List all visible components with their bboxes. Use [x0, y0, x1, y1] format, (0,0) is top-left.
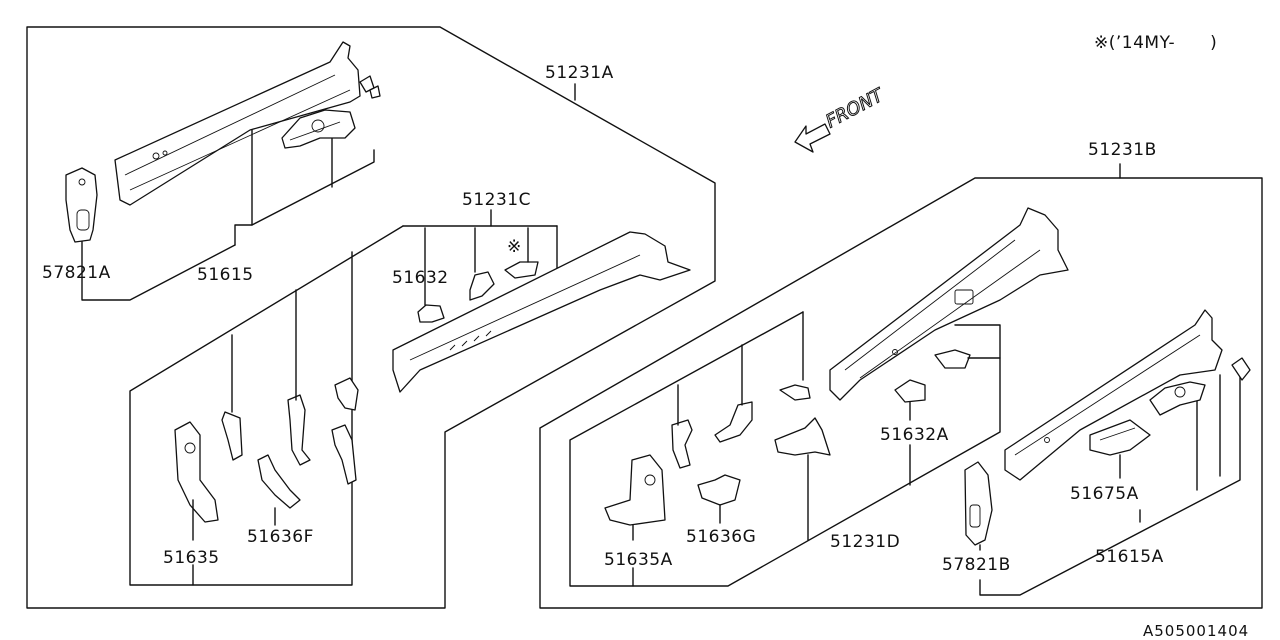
part-51632A-bracket-a [934, 349, 971, 369]
part-51636G-piece-a [714, 401, 753, 443]
label-51635: 51635 [163, 548, 220, 568]
part-small-clip-top [359, 75, 381, 99]
label-57821B: 57821B [942, 555, 1011, 575]
part-51615-side-rail [114, 41, 361, 206]
label-51231B: 51231B [1088, 140, 1157, 160]
label-51231C: 51231C [462, 190, 531, 210]
part-51632-bracket [417, 304, 445, 323]
part-51231C-bracket-a [469, 271, 495, 301]
part-51636F-strip [331, 424, 357, 485]
part-51615A-side-rail [1004, 309, 1223, 481]
part-51675A-box [1089, 419, 1151, 456]
part-51636F-piece [287, 394, 311, 466]
part-51231C-bracket-b [504, 261, 539, 279]
label-51632: 51632 [392, 268, 449, 288]
label-51231A: 51231A [545, 63, 614, 83]
left-assembly-frame [26, 26, 716, 609]
diagram-reference-code: A505001404 [1143, 622, 1249, 640]
label-57821A: 57821A [42, 263, 111, 283]
part-51635-panel [174, 421, 219, 523]
front-label: FRONT [822, 84, 888, 132]
applicability-note: ※(’14MY- ) [1094, 33, 1217, 53]
label-51636F: 51636F [247, 527, 314, 547]
label-51675A: 51675A [1070, 484, 1139, 504]
sub-assembly-51231D-frame [569, 311, 1001, 587]
asterisk-mark: ※ [507, 237, 522, 257]
part-51635A-panel [604, 454, 666, 526]
label-51635A: 51635A [604, 550, 673, 570]
label-51231D: 51231D [830, 532, 900, 552]
right-assembly-frame [539, 177, 1263, 609]
part-51615A-bracket [1149, 381, 1206, 416]
labels: 51231A 51231C 51632 57821A 51615 51635 5… [42, 33, 1249, 640]
part-57821A-reinforcement [65, 167, 98, 243]
part-51635-clip [221, 411, 243, 461]
part-51636G-piece-b [697, 474, 741, 506]
part-51636F-bracket [257, 454, 301, 509]
group-51615-frame [81, 129, 375, 301]
part-51231C-rail [392, 231, 691, 393]
label-51636G: 51636G [686, 527, 756, 547]
part-57821B-reinforcement [964, 461, 993, 546]
part-small-clip-right [1231, 357, 1251, 381]
part-51231D-clip [779, 384, 811, 401]
part-51231D-bracket [774, 417, 831, 456]
front-direction-arrow: FRONT [794, 84, 889, 153]
part-51615-bracket [281, 109, 356, 149]
part-51635A-clip [671, 419, 693, 469]
part-51636F-clip [334, 377, 359, 411]
label-51615: 51615 [197, 265, 254, 285]
part-51632A-bracket-b [894, 379, 926, 403]
label-51632A: 51632A [880, 425, 949, 445]
part-51231D-rail [829, 207, 1069, 401]
label-51615A: 51615A [1095, 547, 1164, 567]
group-51615A-frame [979, 359, 1241, 596]
